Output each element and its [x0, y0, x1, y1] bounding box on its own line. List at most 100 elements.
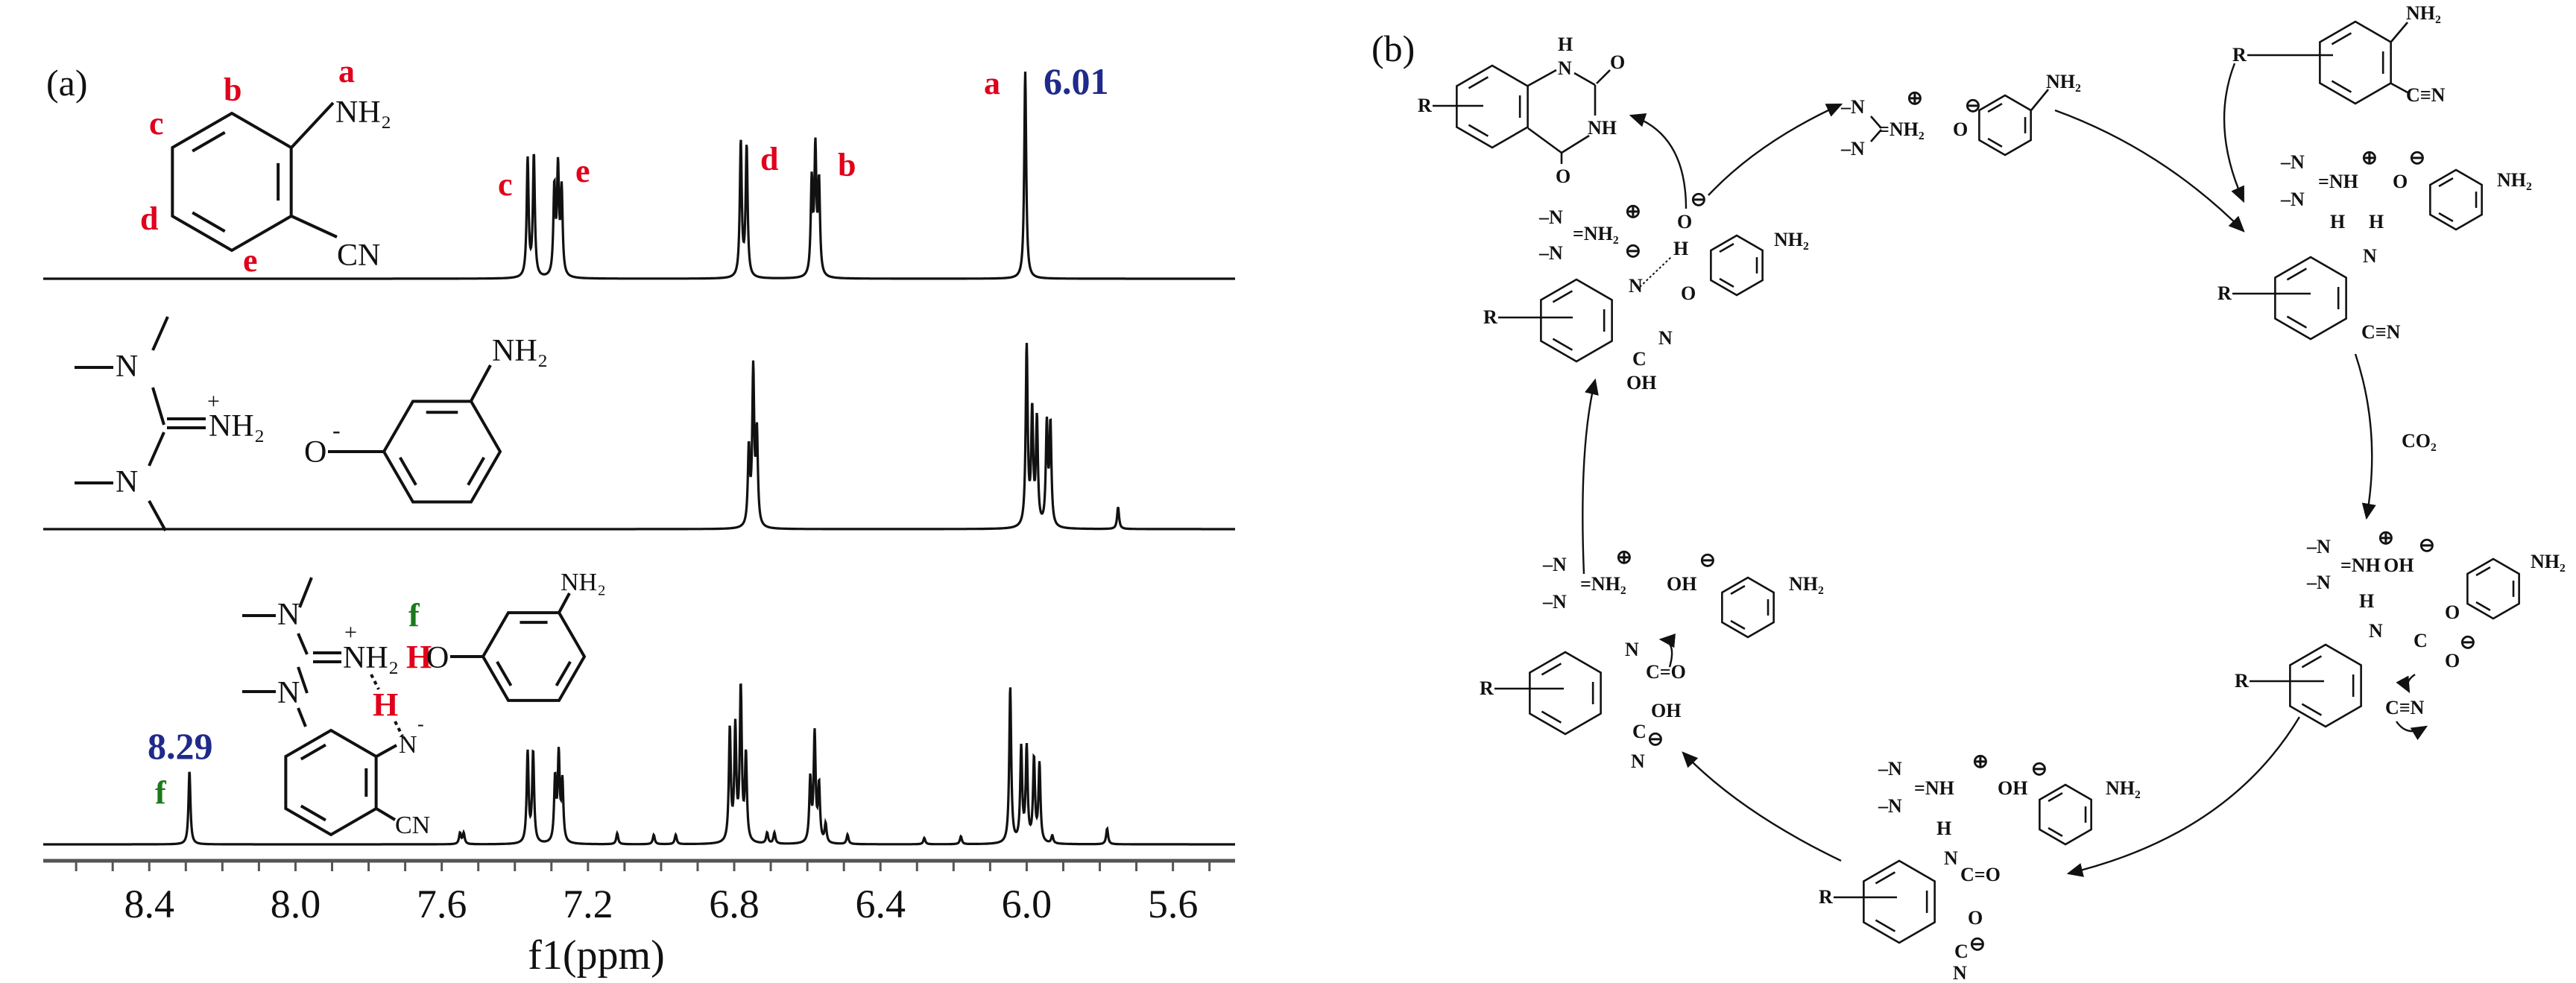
n-label: N: [277, 676, 300, 710]
hydrogen-bond: [394, 721, 404, 737]
double-bond: [192, 211, 226, 233]
double-bond: [1730, 619, 1746, 630]
plus-charge: +: [207, 389, 220, 414]
tick-label: 6.8: [709, 882, 760, 926]
minus-charge: ⊖: [1965, 95, 1981, 116]
arrow-cyclization: [2066, 716, 2301, 877]
minus-charge: ⊖: [1625, 240, 1641, 262]
minus-charge: ⊖: [1647, 728, 1664, 750]
n-label: N: [1944, 847, 1958, 869]
proton-label-c: c: [149, 105, 164, 142]
nh-label: =NH: [2340, 554, 2381, 576]
benzene-ring: [1456, 64, 1529, 149]
double-bond: [496, 660, 513, 687]
bond: [1870, 116, 1882, 129]
minus-charge: ⊖: [1699, 549, 1716, 571]
bond: [297, 707, 307, 727]
arrow-reactant-in: [2223, 63, 2245, 203]
tick-label: 7.2: [563, 882, 613, 926]
oh-label: OH: [1998, 777, 2027, 799]
benzene-ring: [1710, 234, 1764, 297]
o-label: O: [2393, 171, 2408, 192]
double-bond: [1552, 338, 1573, 351]
bond: [297, 633, 309, 655]
structure-aminobenzonitrile: NH₂ CN a b c d e: [140, 53, 391, 279]
tick-label: 5.6: [1148, 882, 1199, 926]
bond: [151, 316, 169, 351]
h-label: H: [2369, 211, 2384, 233]
nh2-label: NH₂: [2106, 777, 2141, 799]
n-label: N: [1631, 750, 1645, 772]
nh-label: NH: [1588, 117, 1617, 139]
double-bond: [2286, 315, 2308, 329]
n-label: –N: [2306, 572, 2331, 593]
minus-charge: -: [332, 417, 341, 443]
r-label: R: [2217, 282, 2232, 304]
proton-label-d: d: [140, 200, 158, 237]
peak-label-e: e: [575, 153, 590, 189]
c-label: C: [1632, 348, 1647, 370]
c-label: C: [1954, 941, 1969, 962]
nh-label: =NH: [2318, 171, 2358, 192]
minus-charge: ⊖: [2031, 758, 2048, 780]
tick-label: 7.6: [417, 882, 467, 926]
o-label: O: [426, 641, 449, 675]
cn-label: C≡N: [2406, 84, 2446, 106]
nh2-plus-label: NH₂: [209, 409, 265, 443]
n-label: –N: [2280, 151, 2305, 173]
benzene-ring: [2039, 783, 2092, 846]
tick-label: 8.0: [271, 882, 321, 926]
plus-charge: ⊕: [1625, 200, 1641, 222]
r-label: R: [1483, 306, 1497, 328]
benzene-ring: [2274, 256, 2347, 341]
oh-label: OH: [1626, 372, 1656, 393]
proton-label-a: a: [338, 53, 355, 89]
n-label: –N: [1538, 242, 1563, 264]
benzene-ring: [481, 611, 587, 702]
bond: [148, 500, 167, 531]
reactant-aminobenzonitrile: R NH₂ C≡N: [2232, 2, 2446, 106]
arrow-catalyst-to-int1: [2054, 109, 2245, 233]
panel-b: (b) R NH₂ C≡N R H N O NH O: [1371, 2, 2566, 983]
hydrogen-bond: [370, 674, 380, 690]
double-bond: [2301, 703, 2323, 716]
shift-label-829: 8.29: [148, 725, 213, 767]
h-label: H: [2359, 590, 2374, 612]
bond: [297, 666, 309, 694]
minus-charge: ⊖: [2409, 147, 2425, 168]
panel-label-b: (b): [1371, 28, 1415, 69]
co2-label: CO₂: [2402, 430, 2437, 452]
carbonyl-o-label: O: [1610, 51, 1625, 73]
n-label: N: [1558, 57, 1572, 79]
r-label: R: [1480, 677, 1494, 699]
intermediate-hbond-complex: –N –N =NH ⊕ O ⊖ H H N NH₂ R C≡N: [2217, 147, 2532, 343]
plus-charge: ⊕: [1616, 546, 1632, 568]
shift-label-601: 6.01: [1044, 60, 1109, 102]
peak-label-a: a: [984, 65, 1000, 101]
minus-charge: -: [417, 713, 424, 735]
n-label: N: [2369, 620, 2383, 642]
h-label: H: [1558, 34, 1573, 55]
electron-arrow: [2396, 721, 2428, 741]
minus-charge: ⊖: [2419, 534, 2435, 556]
nh2-label: NH₂: [2497, 169, 2532, 191]
nh2-label: =NH₂: [1573, 223, 1619, 244]
cn-label: CN: [395, 812, 430, 839]
plus-charge: ⊕: [2361, 147, 2378, 168]
double-bond: [1468, 76, 1489, 89]
h-label: H: [1936, 818, 1951, 839]
double-bond: [2301, 655, 2323, 668]
tick-label: 8.4: [124, 882, 174, 926]
n-label: –N: [2306, 536, 2331, 557]
n-label: –N: [1840, 96, 1865, 118]
oh-label: OH: [1651, 700, 1681, 721]
double-bond: [1719, 243, 1734, 253]
bond: [376, 744, 397, 758]
oh-label: OH: [2384, 554, 2414, 576]
bond: [558, 592, 571, 613]
benzene-ring: [382, 399, 502, 504]
n-label: –N: [1878, 795, 1902, 817]
hydrogen-bond: [1639, 256, 1672, 288]
nh-label: =NH: [1914, 777, 1954, 799]
cn-label: C≡N: [2385, 697, 2425, 718]
